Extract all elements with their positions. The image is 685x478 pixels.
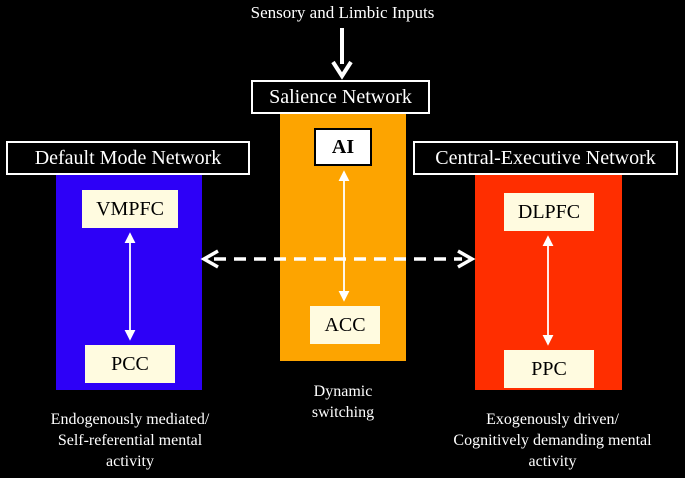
sensory-limbic-inputs-label: Sensory and Limbic Inputs: [250, 3, 435, 22]
ppc-node: PPC: [504, 350, 594, 388]
dlpfc-node: DLPFC: [504, 193, 594, 231]
default-mode-caption: Endogenously mediated/ Self-referential …: [20, 409, 240, 472]
central-executive-caption-line3: activity: [528, 453, 577, 470]
central-executive-caption-line2: Cognitively demanding mental: [453, 432, 652, 449]
input-arrow: [331, 28, 353, 80]
central-executive-caption: Exogenously driven/ Cognitively demandin…: [425, 409, 680, 472]
pcc-node: PCC: [85, 345, 175, 383]
dynamic-switching-arrow: [200, 249, 476, 269]
salience-caption-line2: switching: [311, 404, 375, 421]
vmpfc-node: VMPFC: [82, 190, 178, 228]
default-mode-caption-line3: activity: [106, 453, 154, 470]
ai-node: AI: [314, 128, 372, 166]
default-mode-caption-line2: Self-referential mental: [57, 432, 203, 449]
salience-network-title: Salience Network: [251, 80, 430, 114]
acc-node: ACC: [310, 306, 380, 344]
salience-caption: Dynamic switching: [283, 381, 403, 423]
salience-caption-line1: Dynamic: [313, 383, 373, 400]
default-mode-caption-line1: Endogenously mediated/: [50, 411, 210, 428]
central-executive-caption-line1: Exogenously driven/: [486, 411, 619, 428]
central-executive-network-title: Central-Executive Network: [413, 141, 678, 175]
default-mode-network-title: Default Mode Network: [6, 141, 250, 175]
